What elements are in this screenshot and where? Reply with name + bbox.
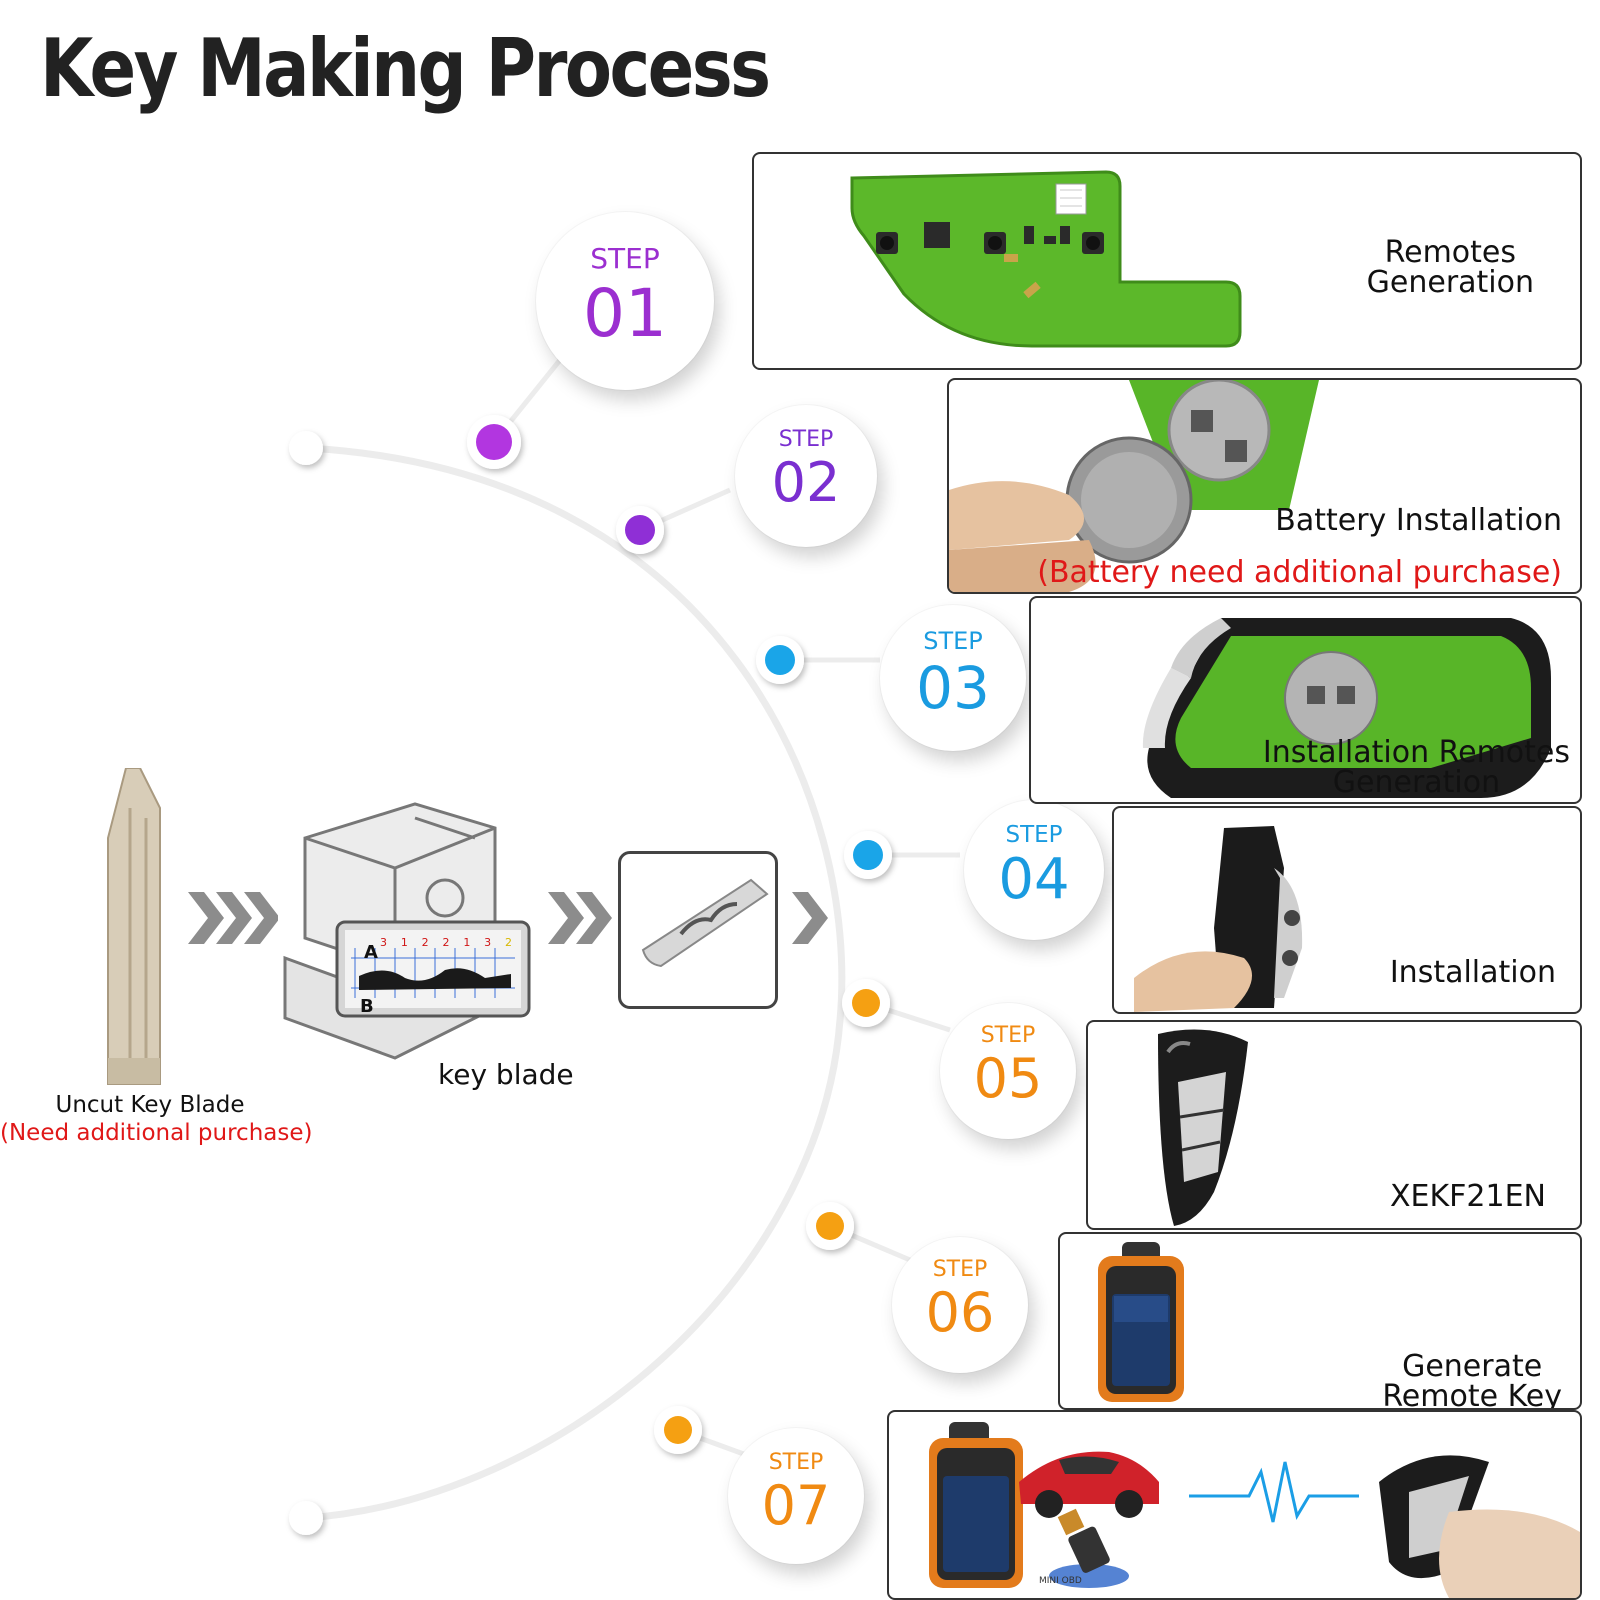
step-card-05: XEKF21EN bbox=[1086, 1020, 1582, 1230]
step-word: STEP bbox=[923, 627, 983, 655]
remote-key-xekf21en-image bbox=[1158, 1029, 1248, 1226]
label-line: Remotes bbox=[1384, 235, 1517, 270]
gauge-digit: 2 bbox=[442, 936, 450, 949]
step-06-label: Generate Remote Key bbox=[1382, 1349, 1562, 1410]
step-word: STEP bbox=[980, 1023, 1036, 1048]
label-line: Installation Remotes bbox=[1262, 735, 1570, 770]
arc-end-dot bbox=[289, 1501, 323, 1535]
obd-label: MINI OBD bbox=[1039, 1576, 1082, 1586]
step-circle-07: STEP 07 bbox=[728, 1428, 864, 1564]
blade-note: (Need additional purchase) bbox=[0, 1120, 313, 1146]
step-circle-03: STEP 03 bbox=[880, 605, 1026, 751]
step-word: STEP bbox=[778, 427, 834, 452]
page-title: Key Making Process bbox=[40, 22, 771, 115]
cut-key-image bbox=[641, 878, 769, 968]
step-02-note: (Battery need additional purchase) bbox=[1037, 555, 1562, 590]
gauge-label-b: B bbox=[360, 996, 374, 1017]
cut-key-preview bbox=[618, 851, 778, 1009]
step-number: 02 bbox=[771, 451, 841, 514]
arc-start-dot bbox=[289, 431, 323, 465]
label-line: Generation bbox=[1332, 765, 1501, 800]
step-card-06: Generate Remote Key bbox=[1058, 1232, 1582, 1410]
timeline-arc bbox=[305, 444, 846, 1522]
step-word: STEP bbox=[590, 242, 660, 275]
step-circle-05: STEP 05 bbox=[940, 1003, 1076, 1139]
battery-install-image bbox=[949, 380, 1319, 592]
step-card-03: Installation Remotes Generation bbox=[1029, 596, 1582, 804]
pcb-board-image bbox=[850, 170, 1242, 348]
blade-label: Uncut Key Blade bbox=[55, 1092, 245, 1118]
step-word: STEP bbox=[1005, 822, 1063, 848]
step-card-01: Remotes Generation bbox=[752, 152, 1582, 370]
machine-label: key blade bbox=[438, 1058, 574, 1091]
step-number: 05 bbox=[973, 1047, 1043, 1110]
programming-scene-image bbox=[929, 1422, 1580, 1598]
key-tool-device-image bbox=[1098, 1242, 1184, 1402]
gauge-digit: 1 bbox=[463, 936, 471, 949]
gauge-digit: 3 bbox=[484, 936, 492, 949]
step-01-label: Remotes Generation bbox=[1367, 238, 1534, 298]
key-cutting-machine-image bbox=[283, 802, 531, 1060]
remote-assembly-image bbox=[1134, 826, 1303, 1012]
label-line: Generation bbox=[1366, 265, 1534, 300]
label-line: Generate bbox=[1402, 1349, 1543, 1384]
step-circle-02: STEP 02 bbox=[735, 405, 877, 547]
step-number: 04 bbox=[998, 847, 1070, 912]
step-dots bbox=[467, 415, 892, 1454]
step-word: STEP bbox=[932, 1257, 988, 1282]
step-number: 01 bbox=[583, 275, 667, 352]
step-02-label: Battery Installation bbox=[1275, 503, 1562, 538]
flow-chevrons-1 bbox=[188, 892, 278, 944]
uncut-key-blade-image bbox=[107, 768, 161, 1085]
remote-shell-image bbox=[1142, 618, 1551, 798]
step-05-label: XEKF21EN bbox=[1389, 1179, 1546, 1214]
step-card-07: MINI OBD bbox=[887, 1410, 1582, 1600]
gauge-digit: 2 bbox=[421, 936, 429, 949]
gauge-digit: 1 bbox=[400, 936, 408, 949]
step-03-label: Installation Remotes Generation bbox=[1263, 738, 1570, 798]
step-number: 07 bbox=[761, 1474, 831, 1537]
gauge-label-a: A bbox=[364, 942, 378, 963]
gauge-depth-digits: 3 1 2 2 1 3 2 bbox=[380, 936, 512, 949]
step-word: STEP bbox=[768, 1450, 824, 1475]
flow-chevrons-2 bbox=[548, 892, 612, 944]
step-card-02: Battery Installation (Battery need addit… bbox=[947, 378, 1582, 594]
step-circle-06: STEP 06 bbox=[892, 1237, 1028, 1373]
gauge-digit: 3 bbox=[380, 936, 387, 949]
step-04-label: Installation bbox=[1389, 955, 1556, 990]
step-number: 03 bbox=[916, 654, 990, 722]
label-line: Remote Key bbox=[1382, 1379, 1562, 1410]
step-card-04: Installation bbox=[1112, 806, 1582, 1014]
step-number: 06 bbox=[925, 1281, 995, 1344]
uncut-blade-label: Uncut Key Blade (Need additional purchas… bbox=[0, 1092, 313, 1146]
gauge-digit: 2 bbox=[504, 936, 512, 949]
step-circle-01: STEP 01 bbox=[536, 212, 714, 390]
step-circle-04: STEP 04 bbox=[964, 800, 1104, 940]
flow-chevron-3 bbox=[792, 892, 828, 944]
